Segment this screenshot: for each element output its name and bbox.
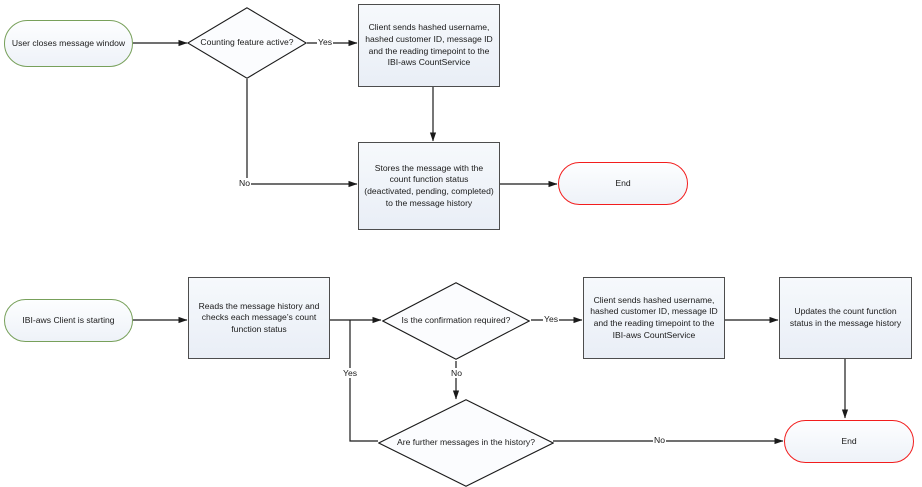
node-label: Updates the count function status in the… [789, 306, 902, 328]
node-stores-message-with-status[interactable]: Stores the message with the count functi… [358, 142, 500, 230]
node-ibi-aws-client-is-starting[interactable]: IBI-aws Client is starting [4, 299, 133, 342]
node-label: IBI-aws Client is starting [22, 314, 115, 325]
edge-label-further-yes: Yes [342, 368, 359, 378]
node-client-sends-count-data-bottom[interactable]: Client sends hashed username, hashed cus… [583, 277, 725, 359]
edge-label-counting-no: No [238, 178, 251, 188]
node-client-sends-count-data-top[interactable]: Client sends hashed username, hashed cus… [358, 4, 500, 87]
diamond-shape [382, 282, 530, 360]
node-label: Client sends hashed username, hashed cus… [590, 294, 718, 340]
edge-label-confirmation-yes: Yes [543, 314, 560, 324]
node-end-bottom[interactable]: End [784, 420, 914, 463]
edge-further-yes-loop [349, 320, 378, 442]
node-label: Reads the message history and checks eac… [198, 300, 320, 334]
diamond-shape [187, 7, 307, 79]
node-end-top[interactable]: End [558, 162, 688, 205]
edge-counting-no-to-store [246, 79, 358, 188]
node-label: End [615, 177, 631, 188]
node-updates-count-function-status[interactable]: Updates the count function status in the… [779, 277, 912, 359]
node-reads-message-history[interactable]: Reads the message history and checks eac… [188, 277, 330, 359]
node-is-confirmation-required[interactable]: Is the confirmation required? [382, 282, 530, 360]
node-label: Stores the message with the count functi… [364, 162, 494, 208]
node-label: User closes message window [11, 37, 126, 48]
node-counting-feature-active[interactable]: Counting feature active? [187, 7, 307, 79]
edge-label-confirmation-no: No [450, 368, 463, 378]
diamond-shape [378, 399, 554, 487]
node-label: End [841, 435, 857, 446]
node-are-further-messages[interactable]: Are further messages in the history? [378, 399, 554, 487]
node-label: Counting feature active? [200, 37, 294, 48]
node-label: Is the confirmation required? [401, 315, 511, 326]
edge-label-counting-yes: Yes [317, 37, 334, 47]
node-label: Client sends hashed username, hashed cus… [365, 22, 493, 68]
node-label: Are further messages in the history? [396, 437, 536, 448]
node-user-closes-message-window[interactable]: User closes message window [4, 20, 133, 67]
edge-label-further-no: No [653, 435, 666, 445]
